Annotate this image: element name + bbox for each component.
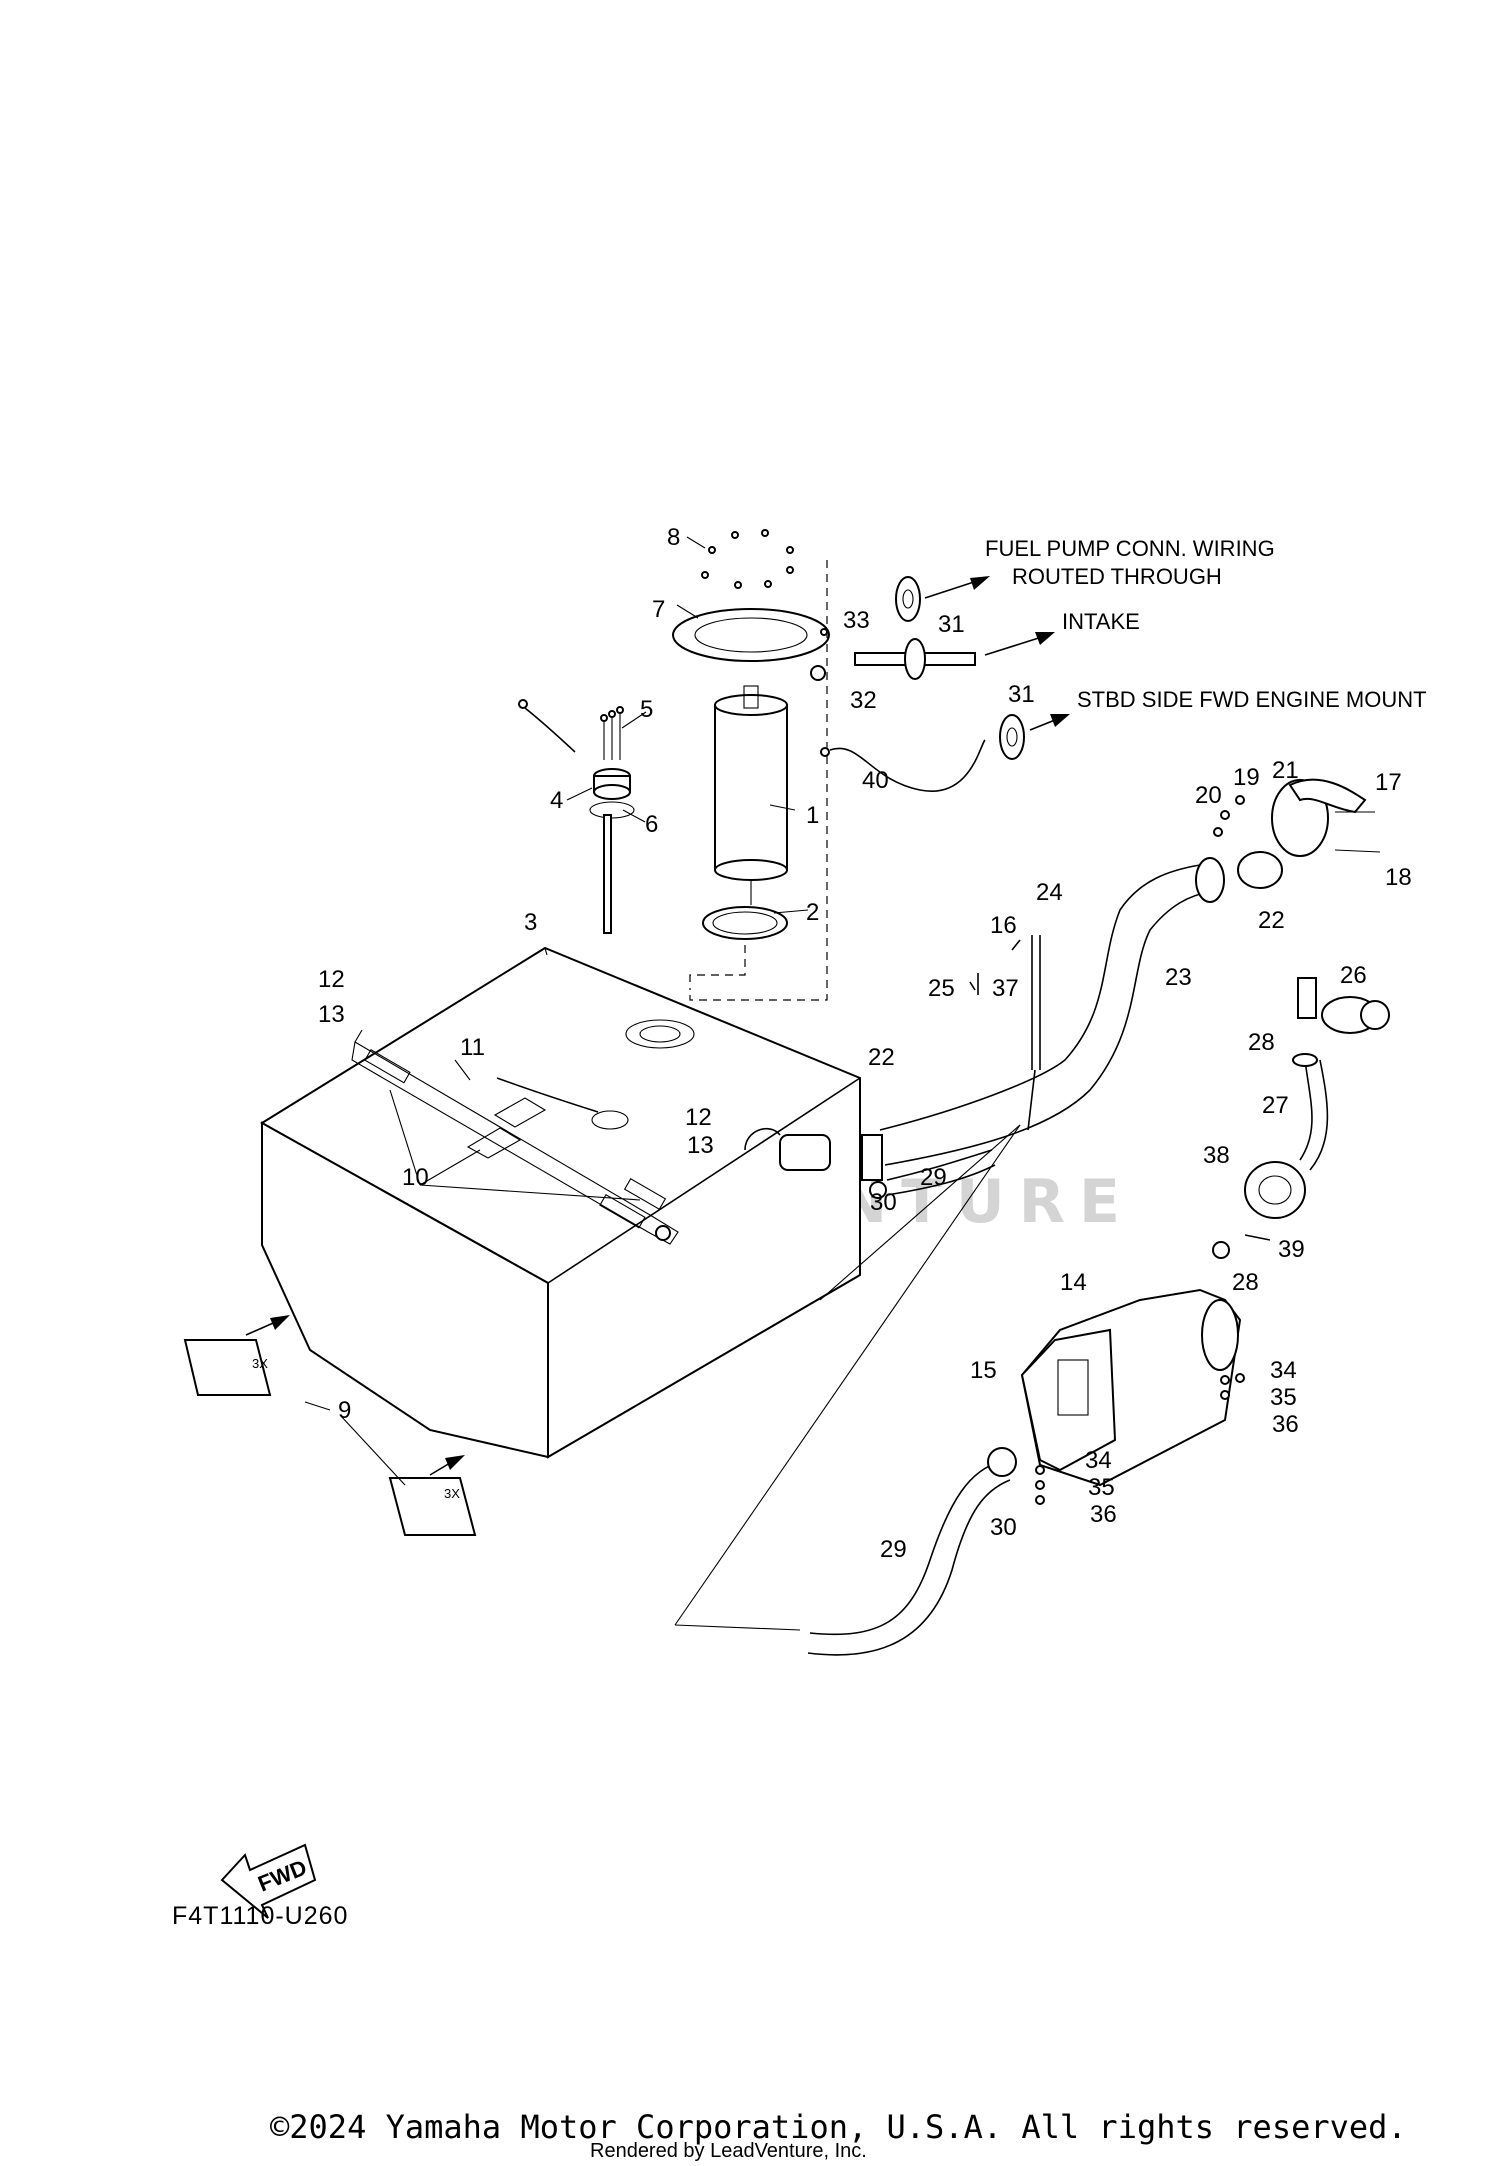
callout-c32: 32: [850, 687, 877, 714]
pump-routing-line: [689, 560, 828, 1001]
callout-labels: 8 7 33 32 31 31 40 5 4 6 1 2 3 12 13 11 …: [318, 524, 1412, 1563]
diagram-code: F4T1110-U260: [172, 1902, 348, 1930]
note-qty-3x-a: 3X: [252, 1356, 268, 1371]
callout-c13b: 13: [687, 1132, 714, 1159]
fittings: [744, 935, 1041, 1477]
callout-c29a: 29: [920, 1164, 947, 1191]
filler-neck: [1213, 778, 1381, 889]
callout-c12b: 12: [685, 1104, 712, 1131]
fuel-filter-unit: [1020, 1288, 1245, 1505]
note-intake: INTAKE: [1062, 609, 1140, 634]
callout-c30a: 30: [870, 1189, 897, 1216]
callout-c13a: 13: [318, 1001, 345, 1028]
callout-c26: 26: [1340, 962, 1367, 989]
note-arrows: [924, 576, 1070, 731]
callout-c22b: 22: [1258, 907, 1285, 934]
callout-c22a: 22: [868, 1044, 895, 1071]
note-qty-3x-b: 3X: [444, 1486, 460, 1501]
callout-c36a: 36: [1272, 1411, 1299, 1438]
fuel-hoses: [807, 857, 1225, 1656]
callout-c6: 6: [645, 811, 658, 838]
callout-c31b: 31: [1008, 681, 1035, 708]
grommets-and-intake: [810, 576, 1025, 792]
callout-c28a: 28: [1248, 1029, 1275, 1056]
callout-c37: 37: [992, 975, 1019, 1002]
decals: [183, 1315, 477, 1536]
callout-c3: 3: [524, 909, 537, 936]
callout-c34a: 34: [1270, 1357, 1297, 1384]
callout-c24: 24: [1036, 879, 1063, 906]
callout-c38: 38: [1203, 1142, 1230, 1169]
callout-c35a: 35: [1270, 1384, 1297, 1411]
callout-c8: 8: [667, 524, 680, 551]
callout-c7: 7: [652, 596, 665, 623]
water-separator: [1212, 977, 1390, 1259]
callout-c1: 1: [806, 802, 819, 829]
fuel-level-sender: [518, 699, 635, 934]
note-wiring-1: FUEL PUMP CONN. WIRING: [985, 536, 1275, 561]
callout-c19: 19: [1233, 764, 1260, 791]
note-engine-mount: STBD SIDE FWD ENGINE MOUNT: [1077, 687, 1427, 712]
callout-c28b: 28: [1232, 1269, 1259, 1296]
callout-c17: 17: [1375, 769, 1402, 796]
fuel-pump-assembly: [672, 608, 830, 940]
rendered-by-notice: Rendered by LeadVenture, Inc.: [590, 2140, 867, 2162]
callout-c16: 16: [990, 912, 1017, 939]
copyright-notice: ©2024 Yamaha Motor Corporation, U.S.A. A…: [270, 2108, 1407, 2146]
callout-c33: 33: [843, 607, 870, 634]
callout-c40: 40: [862, 767, 889, 794]
callout-c31a: 31: [938, 611, 965, 638]
callout-c36b: 36: [1090, 1501, 1117, 1528]
bolt-set: [701, 529, 794, 589]
callout-c10: 10: [402, 1164, 429, 1191]
callout-c15: 15: [970, 1357, 997, 1384]
callout-c23: 23: [1165, 964, 1192, 991]
callout-c9: 9: [338, 1397, 351, 1424]
callout-c35b: 35: [1088, 1474, 1115, 1501]
note-wiring-2: ROUTED THROUGH: [1012, 564, 1222, 589]
callout-c14: 14: [1060, 1269, 1087, 1296]
callout-c5: 5: [640, 696, 653, 723]
callout-c2: 2: [806, 899, 819, 926]
callout-c29b: 29: [880, 1536, 907, 1563]
callout-c20: 20: [1195, 782, 1222, 809]
callout-c21: 21: [1272, 757, 1299, 784]
callout-c12a: 12: [318, 966, 345, 993]
callout-c39: 39: [1278, 1236, 1305, 1263]
annotation-notes: FUEL PUMP CONN. WIRING ROUTED THROUGH IN…: [252, 536, 1427, 1501]
callout-c27: 27: [1262, 1092, 1289, 1119]
callout-c25: 25: [928, 975, 955, 1002]
callout-c18: 18: [1385, 864, 1412, 891]
fuel-tank: [260, 946, 861, 1459]
leader-lines: [304, 536, 1021, 1631]
callout-c30b: 30: [990, 1514, 1017, 1541]
callout-c4: 4: [550, 787, 563, 814]
callout-c34b: 34: [1085, 1447, 1112, 1474]
callout-c11: 11: [460, 1034, 485, 1061]
